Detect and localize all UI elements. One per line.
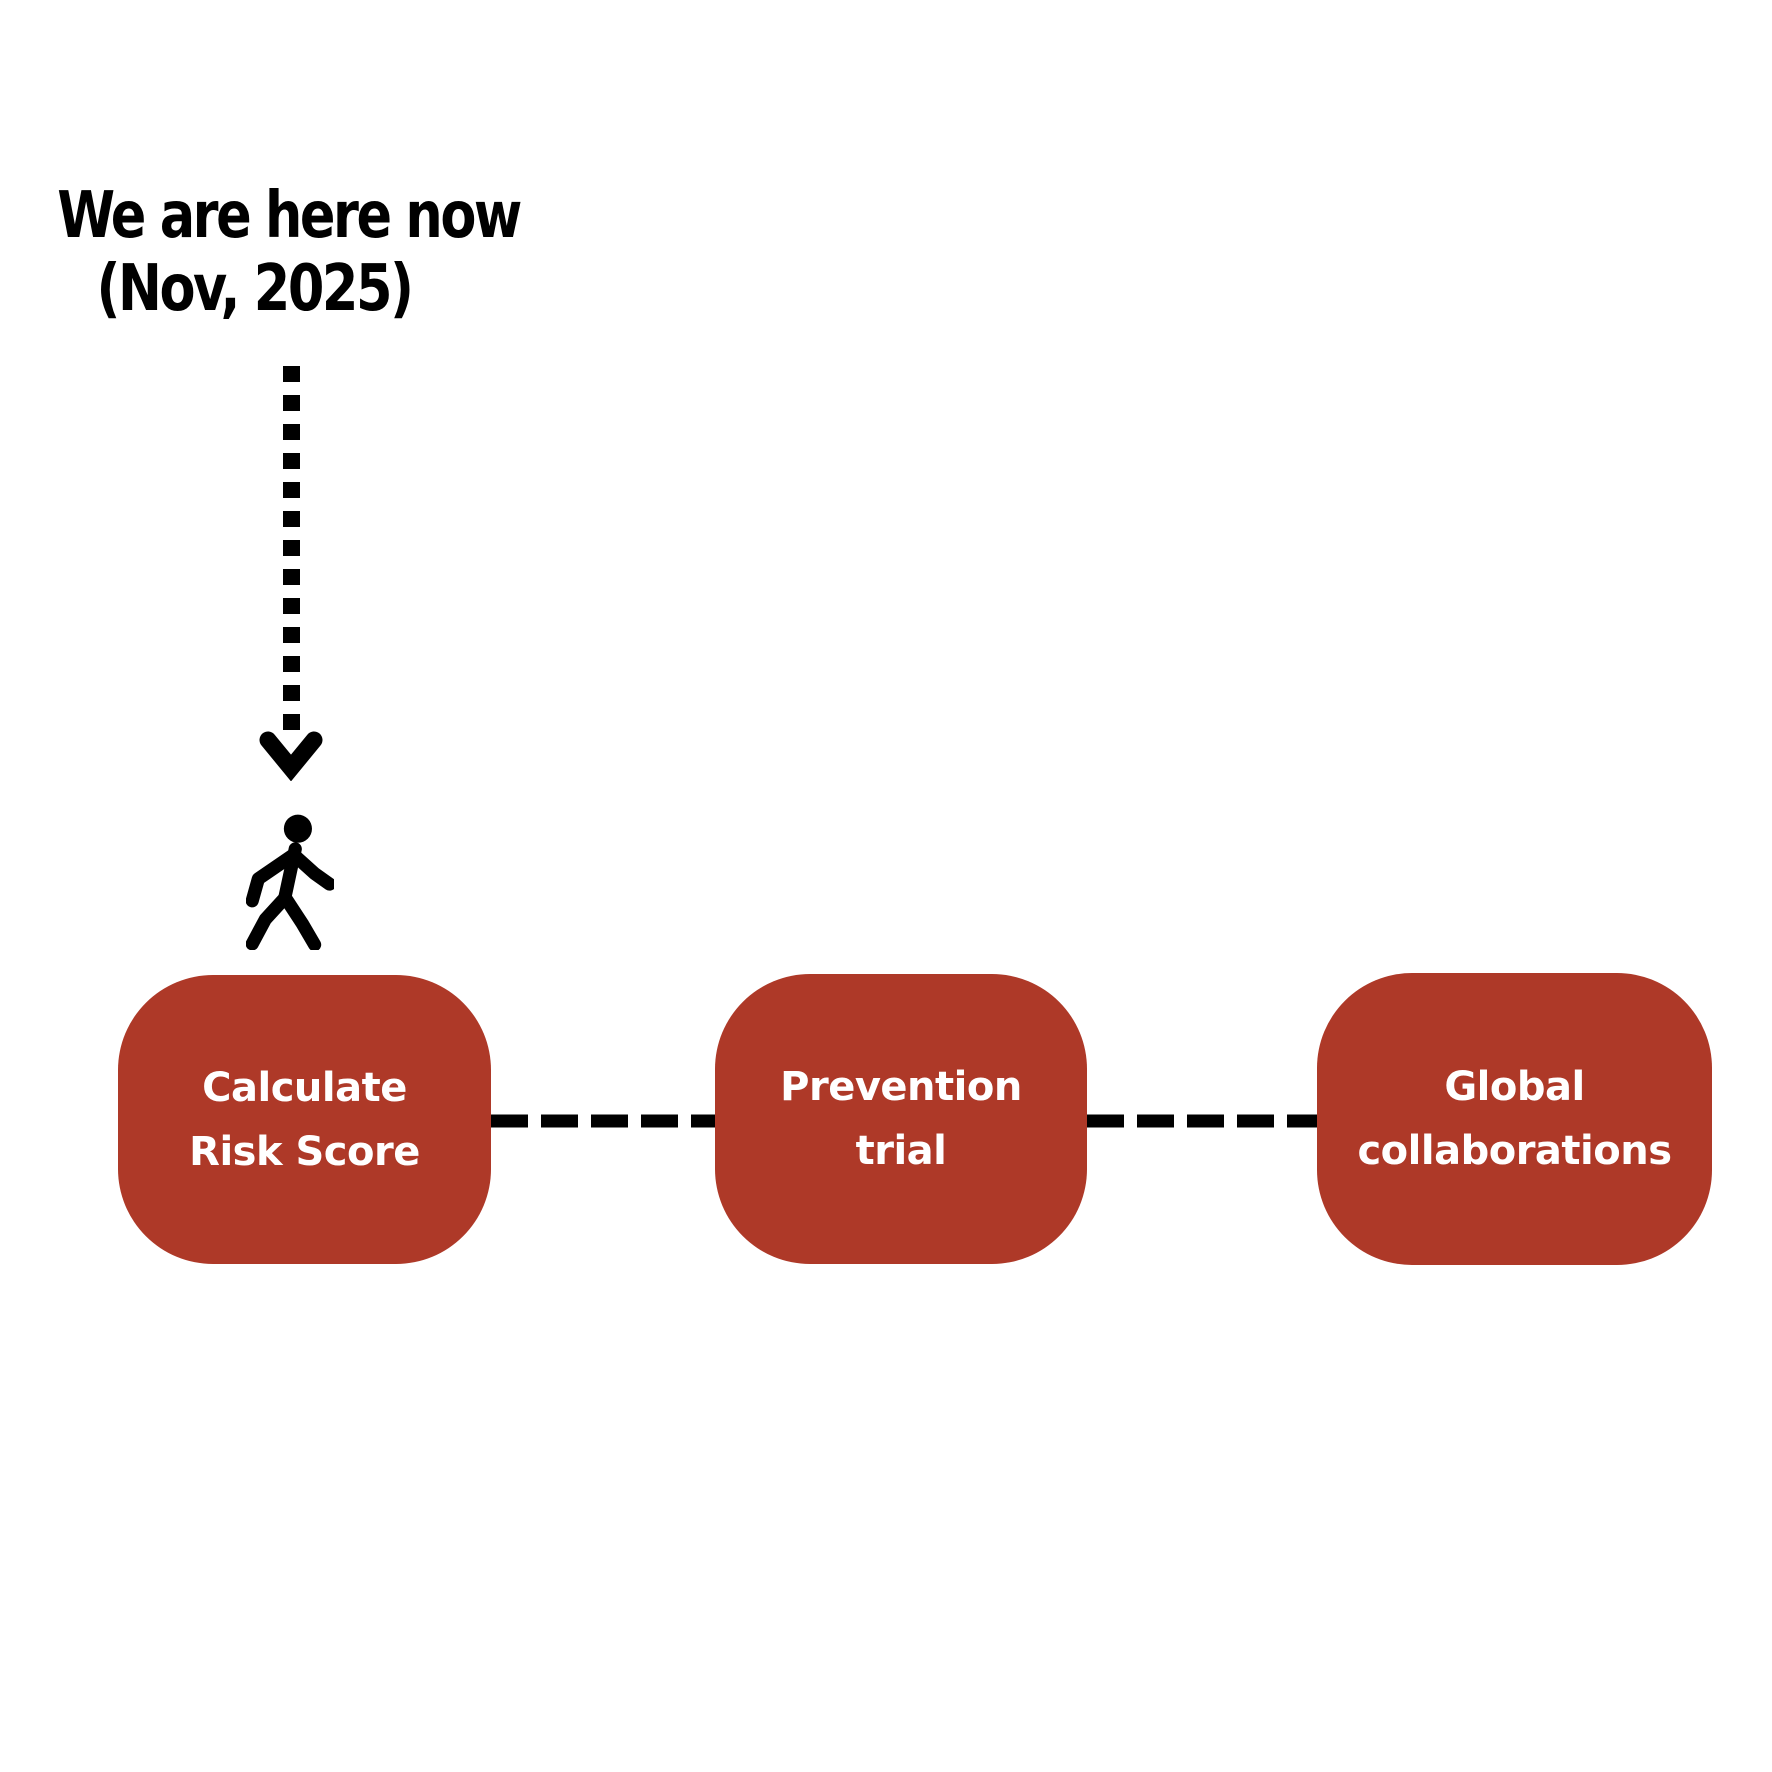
- node-global-collaborations: Global collaborations: [1317, 973, 1712, 1265]
- node-calculate-risk-score: Calculate Risk Score: [118, 975, 491, 1264]
- node-label: Prevention trial: [780, 1064, 1022, 1174]
- walking-person-icon: [246, 814, 334, 950]
- dashed-arrow-line: [283, 366, 300, 732]
- node-prevention-trial: Prevention trial: [715, 974, 1087, 1264]
- current-position-label: We are here now (Nov, 2025): [57, 179, 522, 326]
- current-position-line1: We are here now: [57, 179, 522, 253]
- dashed-connector-line: [491, 1114, 715, 1128]
- node-label: Global collaborations: [1357, 1064, 1672, 1174]
- dashed-connector-line: [1087, 1114, 1317, 1128]
- node-label: Calculate Risk Score: [189, 1064, 420, 1175]
- arrow-head-down-icon: [259, 731, 323, 781]
- current-position-line2: (Nov, 2025): [96, 252, 414, 326]
